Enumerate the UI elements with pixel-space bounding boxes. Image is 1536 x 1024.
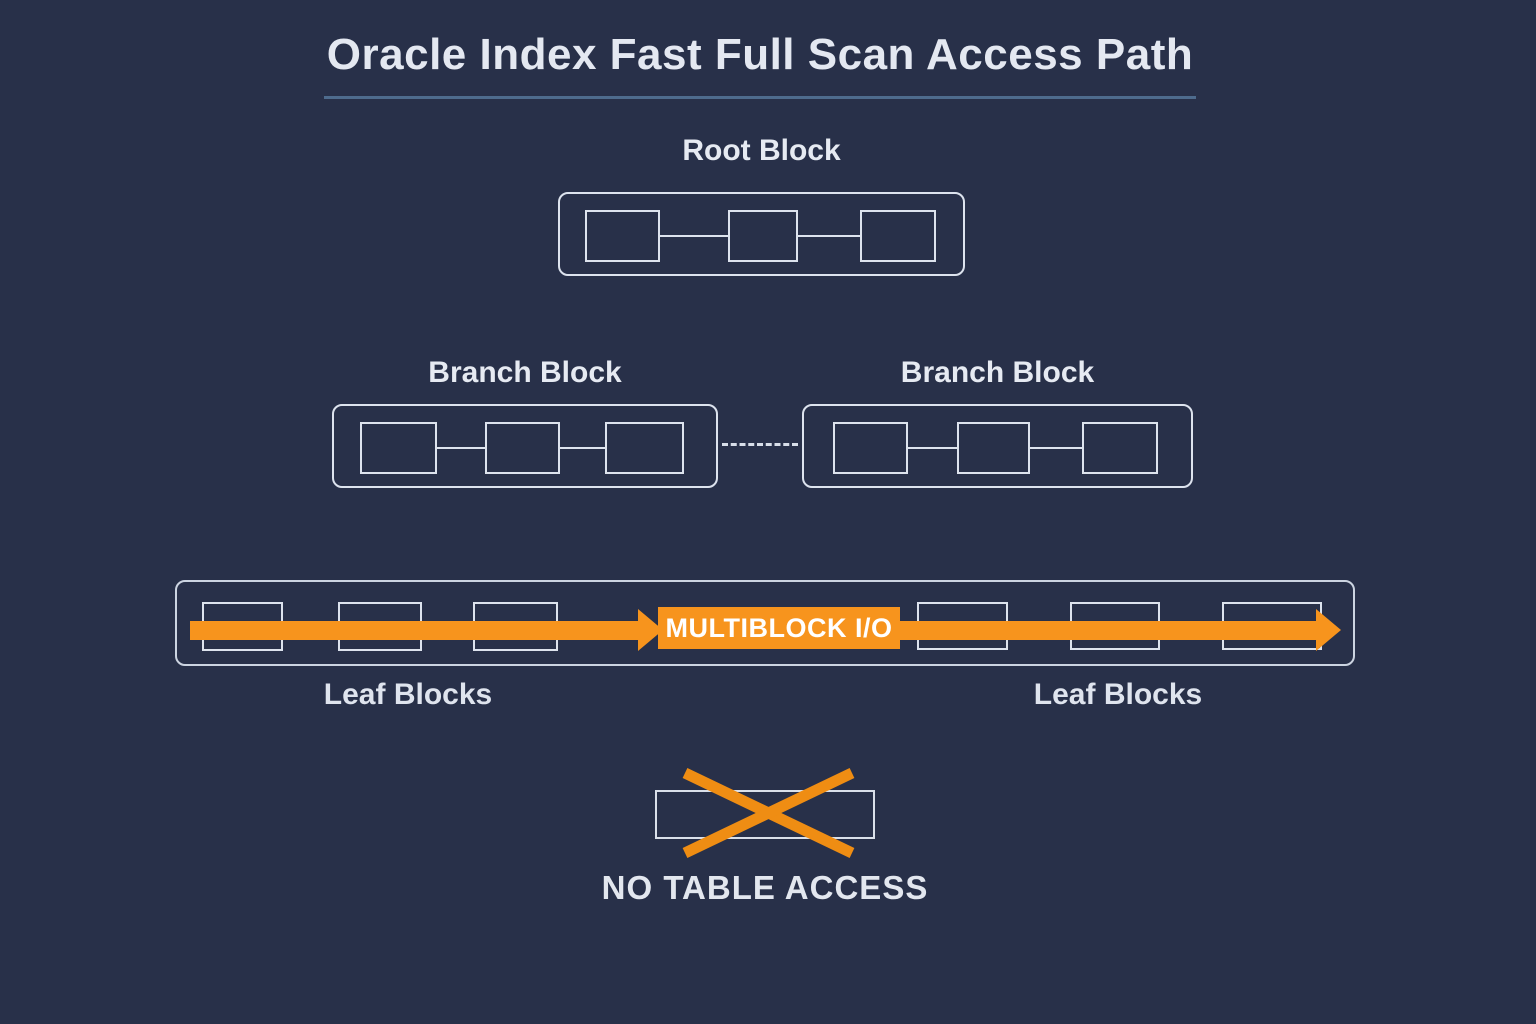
branch-block-right-container bbox=[802, 404, 1193, 488]
cell-connector-line bbox=[1030, 447, 1082, 449]
table-block-rect bbox=[655, 790, 875, 839]
branch-block-left-container bbox=[332, 404, 718, 488]
diagram-title: Oracle Index Fast Full Scan Access Path bbox=[326, 30, 1194, 79]
title-underline-divider bbox=[324, 96, 1196, 99]
leaf-blocks-left-label: Leaf Blocks bbox=[323, 678, 493, 711]
crossed-out-x-icon bbox=[682, 768, 855, 858]
cell-connector-line bbox=[908, 447, 957, 449]
cell-connector-line bbox=[560, 447, 605, 449]
index-entry-cell bbox=[1082, 422, 1158, 474]
index-entry-cell bbox=[485, 422, 560, 474]
cell-connector-line bbox=[437, 447, 485, 449]
root-block-label: Root Block bbox=[682, 134, 841, 167]
leaf-blocks-right-label: Leaf Blocks bbox=[1033, 678, 1203, 711]
index-entry-cell bbox=[833, 422, 908, 474]
index-entry-cell bbox=[957, 422, 1030, 474]
multiblock-arrow-shaft-left bbox=[190, 621, 642, 640]
index-entry-cell bbox=[860, 210, 936, 262]
branch-block-left-label: Branch Block bbox=[428, 356, 622, 389]
root-block-container bbox=[558, 192, 965, 276]
no-table-access-label: NO TABLE ACCESS bbox=[601, 869, 929, 906]
branch-blocks-dashed-connector bbox=[722, 443, 798, 446]
multiblock-io-badge: MULTIBLOCK I/O bbox=[658, 607, 900, 649]
cell-connector-line bbox=[798, 235, 862, 237]
multiblock-arrow-shaft-right bbox=[900, 621, 1318, 640]
index-entry-cell bbox=[360, 422, 437, 474]
index-entry-cell bbox=[728, 210, 798, 262]
multiblock-arrow-head-icon bbox=[1316, 609, 1341, 651]
index-entry-cell bbox=[605, 422, 684, 474]
branch-block-right-label: Branch Block bbox=[900, 356, 1095, 389]
cell-connector-line bbox=[660, 235, 730, 237]
index-entry-cell bbox=[585, 210, 660, 262]
